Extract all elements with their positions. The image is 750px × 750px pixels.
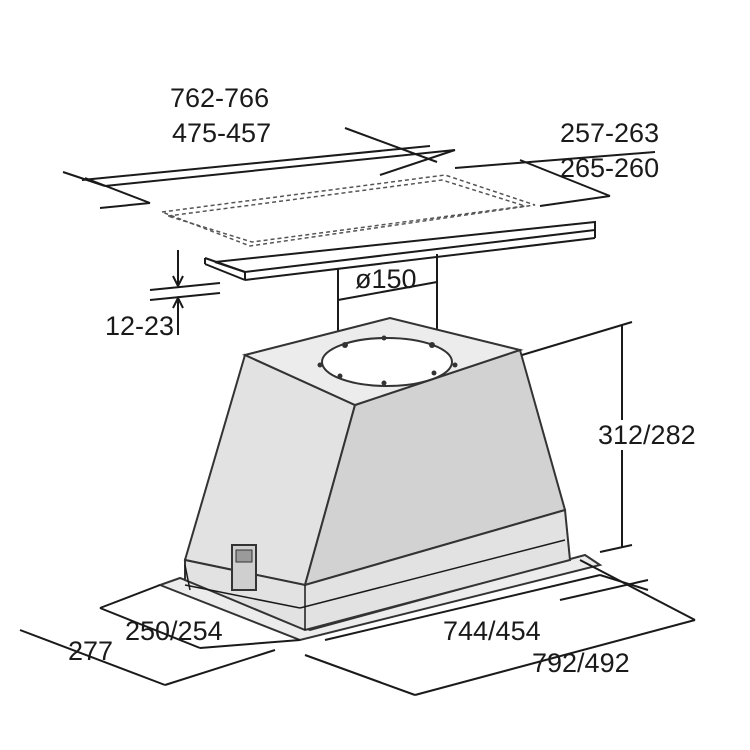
bottom-depth-dimension	[19, 584, 301, 686]
cutout-depth-label-a: 257-263	[560, 118, 659, 148]
cutout-inner-outline	[167, 179, 526, 243]
height-dimension	[521, 321, 633, 553]
body-width-label: 744/454	[443, 616, 541, 646]
bottom-width-dimension	[304, 559, 696, 696]
height-label: 312/282	[598, 420, 696, 450]
thickness-label: 12-23	[105, 311, 174, 341]
body-depth-label: 250/254	[125, 616, 223, 646]
frame-depth-label: 277	[68, 636, 113, 666]
cutout-outline	[161, 174, 536, 247]
frame-width-label: 792/492	[532, 648, 630, 678]
cutout-width-dimension	[62, 127, 456, 209]
cutout-depth-dimension	[454, 151, 656, 207]
thickness-dimension	[149, 250, 221, 335]
duct-opening	[321, 337, 453, 387]
hood-housing	[157, 316, 603, 642]
duct-diameter-label: ø150	[355, 264, 417, 294]
cabinet-panel	[204, 220, 596, 281]
cutout-width-label-b: 475-457	[172, 118, 271, 148]
cutout-depth-label-b: 265-260	[560, 153, 659, 183]
cutout-width-label-a: 762-766	[170, 83, 269, 113]
